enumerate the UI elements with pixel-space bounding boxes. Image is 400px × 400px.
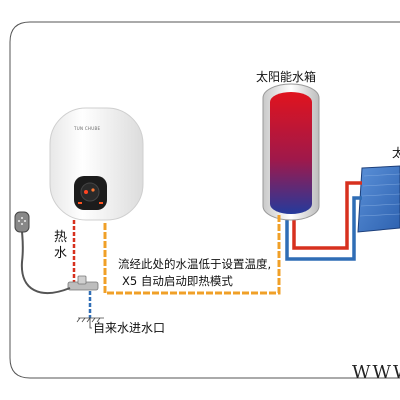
cold-inlet-label: 自来水进水口	[93, 321, 166, 335]
solar-tank-label: 太阳能水箱	[256, 70, 317, 84]
website-partial: WWW	[352, 362, 400, 383]
hot-water-label-line2: 水	[54, 246, 68, 261]
solar-collector-panel	[357, 165, 400, 233]
solar-tank	[262, 83, 320, 221]
heater-brand-text: TUN CHUBE	[74, 126, 101, 131]
note-line-1: 流经此处的水温低于设置温度,	[118, 257, 272, 271]
cold-inlet-leader	[89, 318, 92, 329]
mixing-valve	[67, 275, 99, 291]
note-line-2: X5 自动启动即热模式	[122, 274, 233, 288]
hot-water-label-line1: 热	[54, 230, 68, 245]
diagram-frame	[9, 21, 400, 379]
mixed-pipe-tank-to-heater	[103, 215, 281, 295]
shower-hose	[20, 229, 71, 294]
ground-hatch	[76, 317, 104, 323]
collector-label-partial: 太	[392, 146, 400, 160]
hot-pipe-collector-to-tank	[292, 181, 362, 250]
instant-water-heater	[49, 107, 144, 221]
cold-pipe-tank-to-collector	[285, 196, 362, 261]
shower-head	[14, 211, 30, 233]
